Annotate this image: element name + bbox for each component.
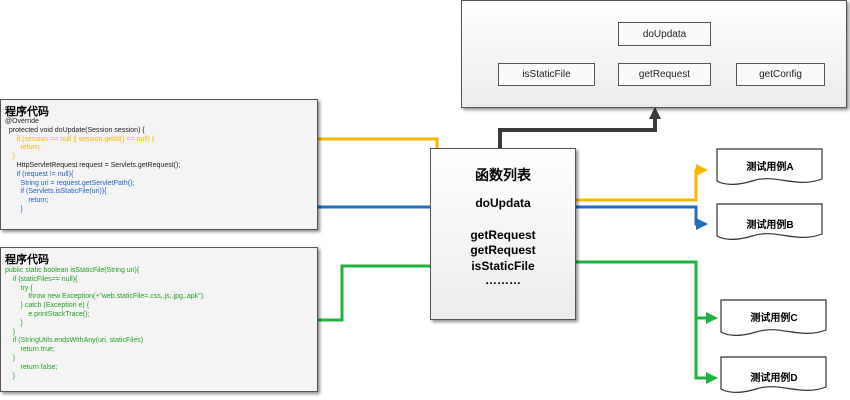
- code-line: HttpServletRequest request = Servlets.ge…: [5, 162, 181, 169]
- test-case-b: 测试用例B: [716, 203, 824, 243]
- test-case-b-label: 测试用例B: [746, 220, 794, 231]
- code-line: try {: [5, 284, 33, 292]
- call-tree-panel: [461, 0, 847, 108]
- code-line: }: [5, 319, 23, 327]
- test-case-d-label: 测试用例D: [750, 373, 798, 384]
- function-item-isstaticfile: isStaticFile: [471, 259, 535, 273]
- test-case-c: 测试用例C: [720, 299, 828, 339]
- blue-connector-out: [546, 205, 708, 230]
- test-case-d: 测试用例D: [720, 356, 828, 396]
- call-tree-child-getconfig: getConfig: [736, 63, 825, 86]
- function-item-ellipsis: ………: [485, 273, 521, 287]
- green-connector: [318, 260, 458, 322]
- code-box-2: 程序代码 public static boolean isStaticFile(…: [0, 247, 318, 392]
- code-line: e.printStackTrace();: [5, 311, 90, 318]
- test-case-c-label: 测试用例C: [750, 313, 798, 324]
- test-case-a: 测试用例A: [716, 148, 824, 188]
- code-line: if (request != null){: [5, 170, 74, 178]
- code-box-1-title: 程序代码: [5, 106, 49, 118]
- yellow-connector-out: [546, 164, 708, 202]
- call-tree-child-getrequest: getRequest: [618, 63, 711, 86]
- code-line: return true;: [5, 346, 55, 354]
- call-tree-root: doUpdata: [618, 22, 711, 46]
- document-shape-icon: [716, 203, 823, 240]
- code-line: }: [5, 328, 16, 336]
- code-line: }: [5, 153, 16, 161]
- code-line: if (StringUtils.endsWithAny(uri, staticF…: [5, 337, 144, 345]
- document-shape-icon: [720, 356, 827, 393]
- document-shape-icon: [716, 148, 823, 185]
- code-line: throw new Exception(+"web.staticFile=.cs…: [5, 293, 205, 301]
- function-item-getrequest: getRequest: [470, 228, 536, 242]
- function-item-getrequest-2: getRequest: [470, 243, 536, 257]
- code-line: protected void doUpdate(Session session)…: [5, 126, 145, 134]
- document-shape-icon: [720, 299, 827, 336]
- function-list-title: 函数列表: [475, 167, 531, 183]
- green-connector-out: [550, 260, 718, 384]
- function-item-doupdata: doUpdata: [475, 196, 531, 210]
- function-list-box: 函数列表 doUpdata getRequest getRequest isSt…: [430, 148, 576, 320]
- code-line: String uri = request.getServletPath();: [5, 179, 135, 187]
- code-line: }: [5, 206, 23, 213]
- code-line: public static boolean isStaticFile(Strin…: [5, 267, 140, 274]
- code-line: if (session == null || session.getId() =…: [5, 135, 155, 143]
- call-tree-child-isstaticfile: isStaticFile: [498, 63, 595, 86]
- code-line: } catch (Exception e) {: [5, 302, 90, 310]
- test-case-a-label: 测试用例A: [746, 162, 794, 173]
- code-line: if (Servlets.isStaticFile(uri)){: [5, 188, 107, 196]
- code-line: return;: [5, 144, 41, 152]
- code-box-1: 程序代码 @Override protected void doUpdate(S…: [0, 99, 318, 230]
- code-line: }: [5, 372, 16, 380]
- code-line: return;: [5, 197, 49, 205]
- code-line: return false;: [5, 363, 58, 371]
- code-box-2-title: 程序代码: [5, 254, 49, 266]
- code-line: }: [5, 355, 16, 362]
- dark-connector: [498, 107, 661, 150]
- code-line: if (staticFiles== null){: [5, 275, 78, 283]
- code-line: @Override: [5, 118, 39, 125]
